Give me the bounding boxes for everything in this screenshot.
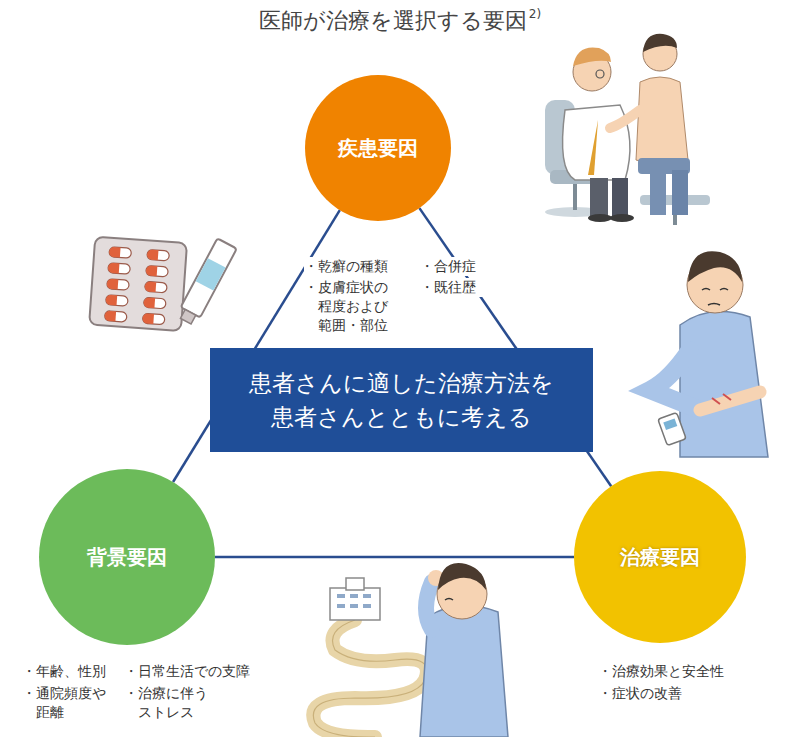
itching-man-illustration [650,251,768,457]
message-text: 患者さんに適した治療方法を 患者さんとともに考える [228,366,575,434]
background-factor-circle: 背景要因・年齢、性別・通院頻度や 距離・日常生活での支障・治療に伴う ストレス [39,469,215,645]
factor-bullet: ・既往歴 [420,278,516,297]
treatment-factor-circle: 治療要因・治療効果と安全性・症状の改善 [574,471,746,643]
factor-heading: 疾患要因 [338,135,418,162]
medicine-illustration [89,237,237,331]
factor-bullet: ・乾癬の種類 [304,257,420,276]
factor-heading: 背景要因 [87,544,167,571]
disease-factor-circle: 疾患要因・乾癬の種類・皮膚症状の 程度および 範囲・部位・合併症・既往歴 [305,75,451,221]
commute-illustration [313,563,508,737]
reference-number: 2) [529,7,541,21]
factor-bullet: ・年齢、性別 [22,662,128,681]
diagram-title-row: 医師が治療を選択する要因2) [0,6,800,36]
central-message-box: 患者さんに適した治療方法を 患者さんとともに考える [210,348,593,452]
factor-bullet: ・治療に伴う ストレス [124,684,261,722]
factor-bullet: ・症状の改善 [598,684,774,703]
factor-bullet: ・皮膚症状の 程度および 範囲・部位 [304,278,406,335]
factor-bullet: ・合併症 [420,257,516,276]
diagram-title: 医師が治療を選択する要因 [259,8,527,33]
factor-bullet: ・治療効果と安全性 [598,662,774,681]
factor-bullet: ・日常生活での支障 [124,662,280,681]
factor-bullet: ・通院頻度や 距離 [22,684,120,722]
doctor-patient-illustration [545,34,710,225]
connector-line [215,556,574,559]
factor-heading: 治療要因 [620,544,700,571]
